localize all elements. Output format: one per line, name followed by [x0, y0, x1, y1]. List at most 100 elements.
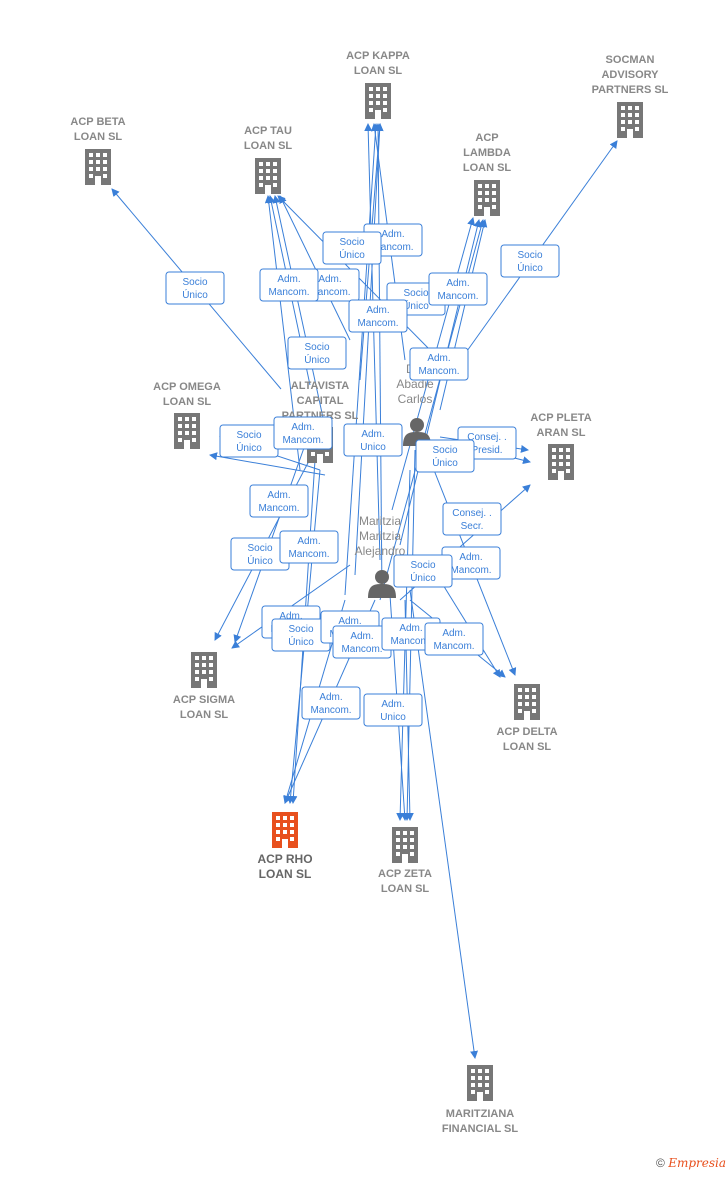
- company-label: PARTNERS SL: [592, 84, 669, 96]
- badge-text: Único: [403, 299, 429, 312]
- company-label: ADVISORY: [601, 69, 659, 81]
- building-icon: [617, 102, 643, 138]
- building-icon: [191, 652, 217, 688]
- badge-text: Mancom.: [288, 549, 329, 560]
- relation-edge-1: [344, 123, 380, 596]
- company-node-delta[interactable]: ACP DELTA LOAN SL: [496, 684, 558, 753]
- company-node-socman[interactable]: SOCMAN ADVISORY PARTNERS SL: [592, 54, 669, 138]
- company-label: LOAN SL: [244, 140, 293, 152]
- badge-text: Adm.: [381, 229, 404, 240]
- badge-text: Socio: [432, 445, 457, 456]
- person-label: Alejandro: [355, 544, 406, 558]
- relation-edge-3: [374, 123, 383, 598]
- badge-text: Único: [304, 353, 330, 366]
- role-badge-b13: Adm. Mancom.: [409, 347, 469, 381]
- badge-text: Único: [432, 456, 458, 469]
- role-badge-b17: Adm.Mancom.: [249, 484, 309, 518]
- company-label: ARAN SL: [537, 427, 586, 439]
- badge-text: Socio: [247, 543, 272, 554]
- relation-edge-2: [354, 123, 384, 576]
- company-label: LOAN SL: [259, 867, 312, 881]
- badge-frame: [279, 530, 339, 564]
- relation-edge-11: [279, 195, 351, 341]
- company-label: ACP DELTA: [496, 726, 557, 738]
- company-label: ACP OMEGA: [153, 381, 221, 393]
- person-label: Carlos: [398, 392, 433, 406]
- brand-link[interactable]: Empresia: [668, 1156, 726, 1170]
- relation-edge-38: [409, 589, 478, 1059]
- company-label: LAMBDA: [463, 147, 511, 159]
- badge-frame: [343, 423, 403, 457]
- badge-text: Consej. .: [452, 508, 491, 519]
- badge-text: Mancom.: [282, 435, 323, 446]
- badge-text: Adm.: [318, 274, 341, 285]
- badge-frame: [363, 693, 423, 727]
- badge-text: Adm.: [350, 631, 373, 642]
- badge-text: Secr.: [461, 521, 484, 532]
- badge-text: Presid.: [471, 445, 502, 456]
- badge-text: Socio: [339, 237, 364, 248]
- building-icon: [365, 83, 391, 119]
- badge-text: Socio: [517, 250, 542, 261]
- badge-text: Adm.: [366, 305, 389, 316]
- badge-frame: [500, 244, 560, 278]
- badge-text: Socio: [403, 288, 428, 299]
- building-icon: [514, 684, 540, 720]
- company-node-pleta[interactable]: ACP PLETA ARAN SL: [530, 412, 592, 480]
- badge-text: Adm.: [427, 353, 450, 364]
- role-badge-b30: Adm.Unico: [363, 693, 423, 727]
- badge-text: Adm.: [399, 623, 422, 634]
- badge-frame: [322, 231, 382, 265]
- badge-text: Adm.: [291, 422, 314, 433]
- badge-frame: [442, 502, 502, 536]
- badge-frame: [393, 554, 453, 588]
- relation-edge-4: [364, 123, 381, 561]
- company-label: LOAN SL: [463, 162, 512, 174]
- badge-text: Adm.: [381, 699, 404, 710]
- badge-text: Único: [247, 554, 273, 567]
- building-icon: [255, 158, 281, 194]
- badge-text: Único: [339, 248, 365, 261]
- badge-text: Único: [236, 441, 262, 454]
- company-label: SOCMAN: [606, 54, 655, 66]
- company-label: MARITZIANA: [446, 1108, 514, 1120]
- company-label: ACP SIGMA: [173, 694, 235, 706]
- company-node-zeta[interactable]: ACP ZETA LOAN SL: [378, 827, 432, 895]
- building-icon: [548, 444, 574, 480]
- role-badge-b11: Adm.Mancom.: [348, 299, 408, 333]
- company-label: ACP RHO: [257, 852, 312, 866]
- company-label: ALTAVISTA: [291, 380, 350, 392]
- badge-text: Adm.: [279, 611, 302, 622]
- role-badge-b10: Adm. Mancom.: [273, 416, 333, 450]
- badge-text: Mancom.: [341, 644, 382, 655]
- badge-text: Socio: [288, 624, 313, 635]
- badge-text: Mancom.: [418, 366, 459, 377]
- role-badge-b20: Adm.Mancom.: [279, 530, 339, 564]
- badge-text: Mancom.: [390, 636, 431, 647]
- company-label: LOAN SL: [381, 883, 430, 895]
- company-label: LOAN SL: [503, 741, 552, 753]
- badge-text: Mancom.: [372, 242, 413, 253]
- badge-text: Mancom.: [450, 565, 491, 576]
- company-label: ACP PLETA: [530, 412, 591, 424]
- building-icon: [272, 812, 298, 848]
- company-label: ACP ZETA: [378, 868, 432, 880]
- badge-text: Adm.: [442, 628, 465, 639]
